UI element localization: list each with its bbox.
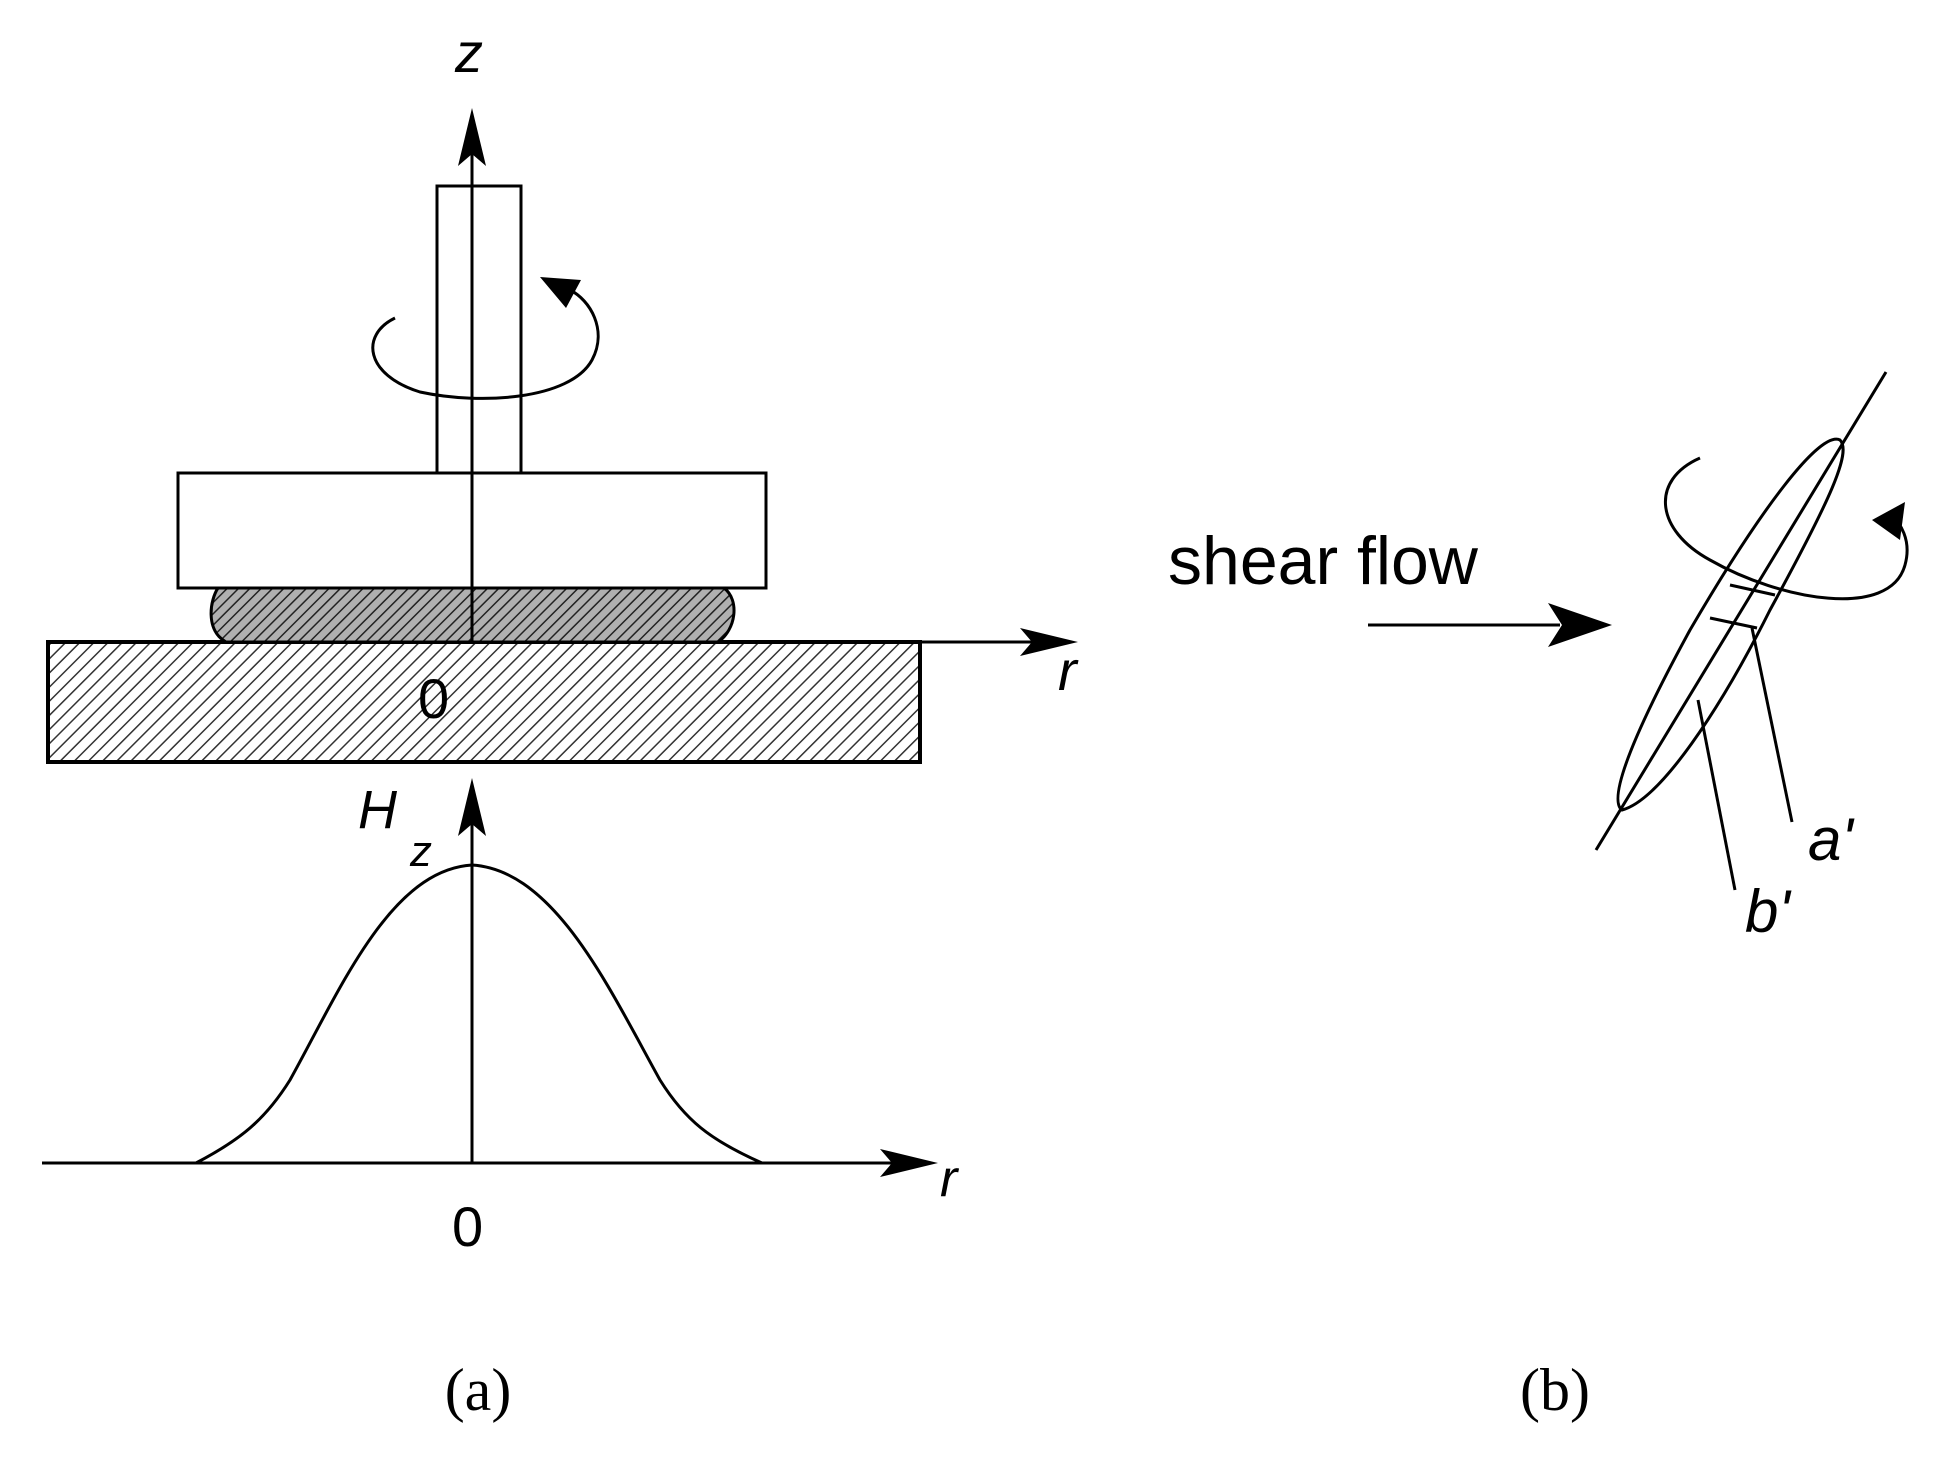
z-axis-label: z	[454, 21, 483, 84]
base-plate	[46, 640, 922, 764]
z-axis-arrowhead	[458, 108, 486, 166]
particle-band-line-1	[1729, 583, 1776, 597]
shear-flow-arrowhead	[1548, 603, 1612, 647]
r-axis-bottom-label: r	[940, 1150, 960, 1208]
origin-label-bottom: 0	[452, 1195, 483, 1258]
r-axis-top-arrowhead	[1020, 628, 1078, 656]
panel-a: z r 0 H z r 0 (a)	[42, 21, 1079, 1423]
caption-a: (a)	[445, 1357, 512, 1423]
r-axis-top-label: r	[1058, 639, 1079, 702]
rotation-arrowhead-b	[1872, 502, 1905, 540]
hz-axis-label: H	[358, 780, 398, 840]
hz-distribution-curve	[195, 863, 763, 1165]
particle-axis-line	[1594, 371, 1888, 851]
origin-label-top: 0	[418, 667, 449, 730]
shaft	[435, 184, 523, 475]
leader-line-a	[1750, 627, 1794, 823]
hz-axis-label-subscript: z	[409, 827, 432, 876]
rotation-arrowhead-a	[540, 277, 581, 308]
r-axis-bottom-arrowhead	[880, 1149, 938, 1177]
label-b-prime: b'	[1745, 878, 1792, 945]
panel-b: shear flow a' b' (b)	[1168, 371, 1909, 1423]
leader-line-b	[1696, 699, 1737, 891]
ellipsoid-particle	[1616, 437, 1845, 812]
shear-flow-label: shear flow	[1168, 523, 1479, 599]
rotation-arrow-a	[371, 288, 600, 400]
rotation-arrow-b	[1663, 456, 1909, 601]
hz-axis-arrowhead	[458, 778, 486, 836]
particle-band-line-2	[1709, 616, 1758, 630]
caption-b: (b)	[1520, 1357, 1590, 1423]
label-a-prime: a'	[1808, 806, 1855, 873]
